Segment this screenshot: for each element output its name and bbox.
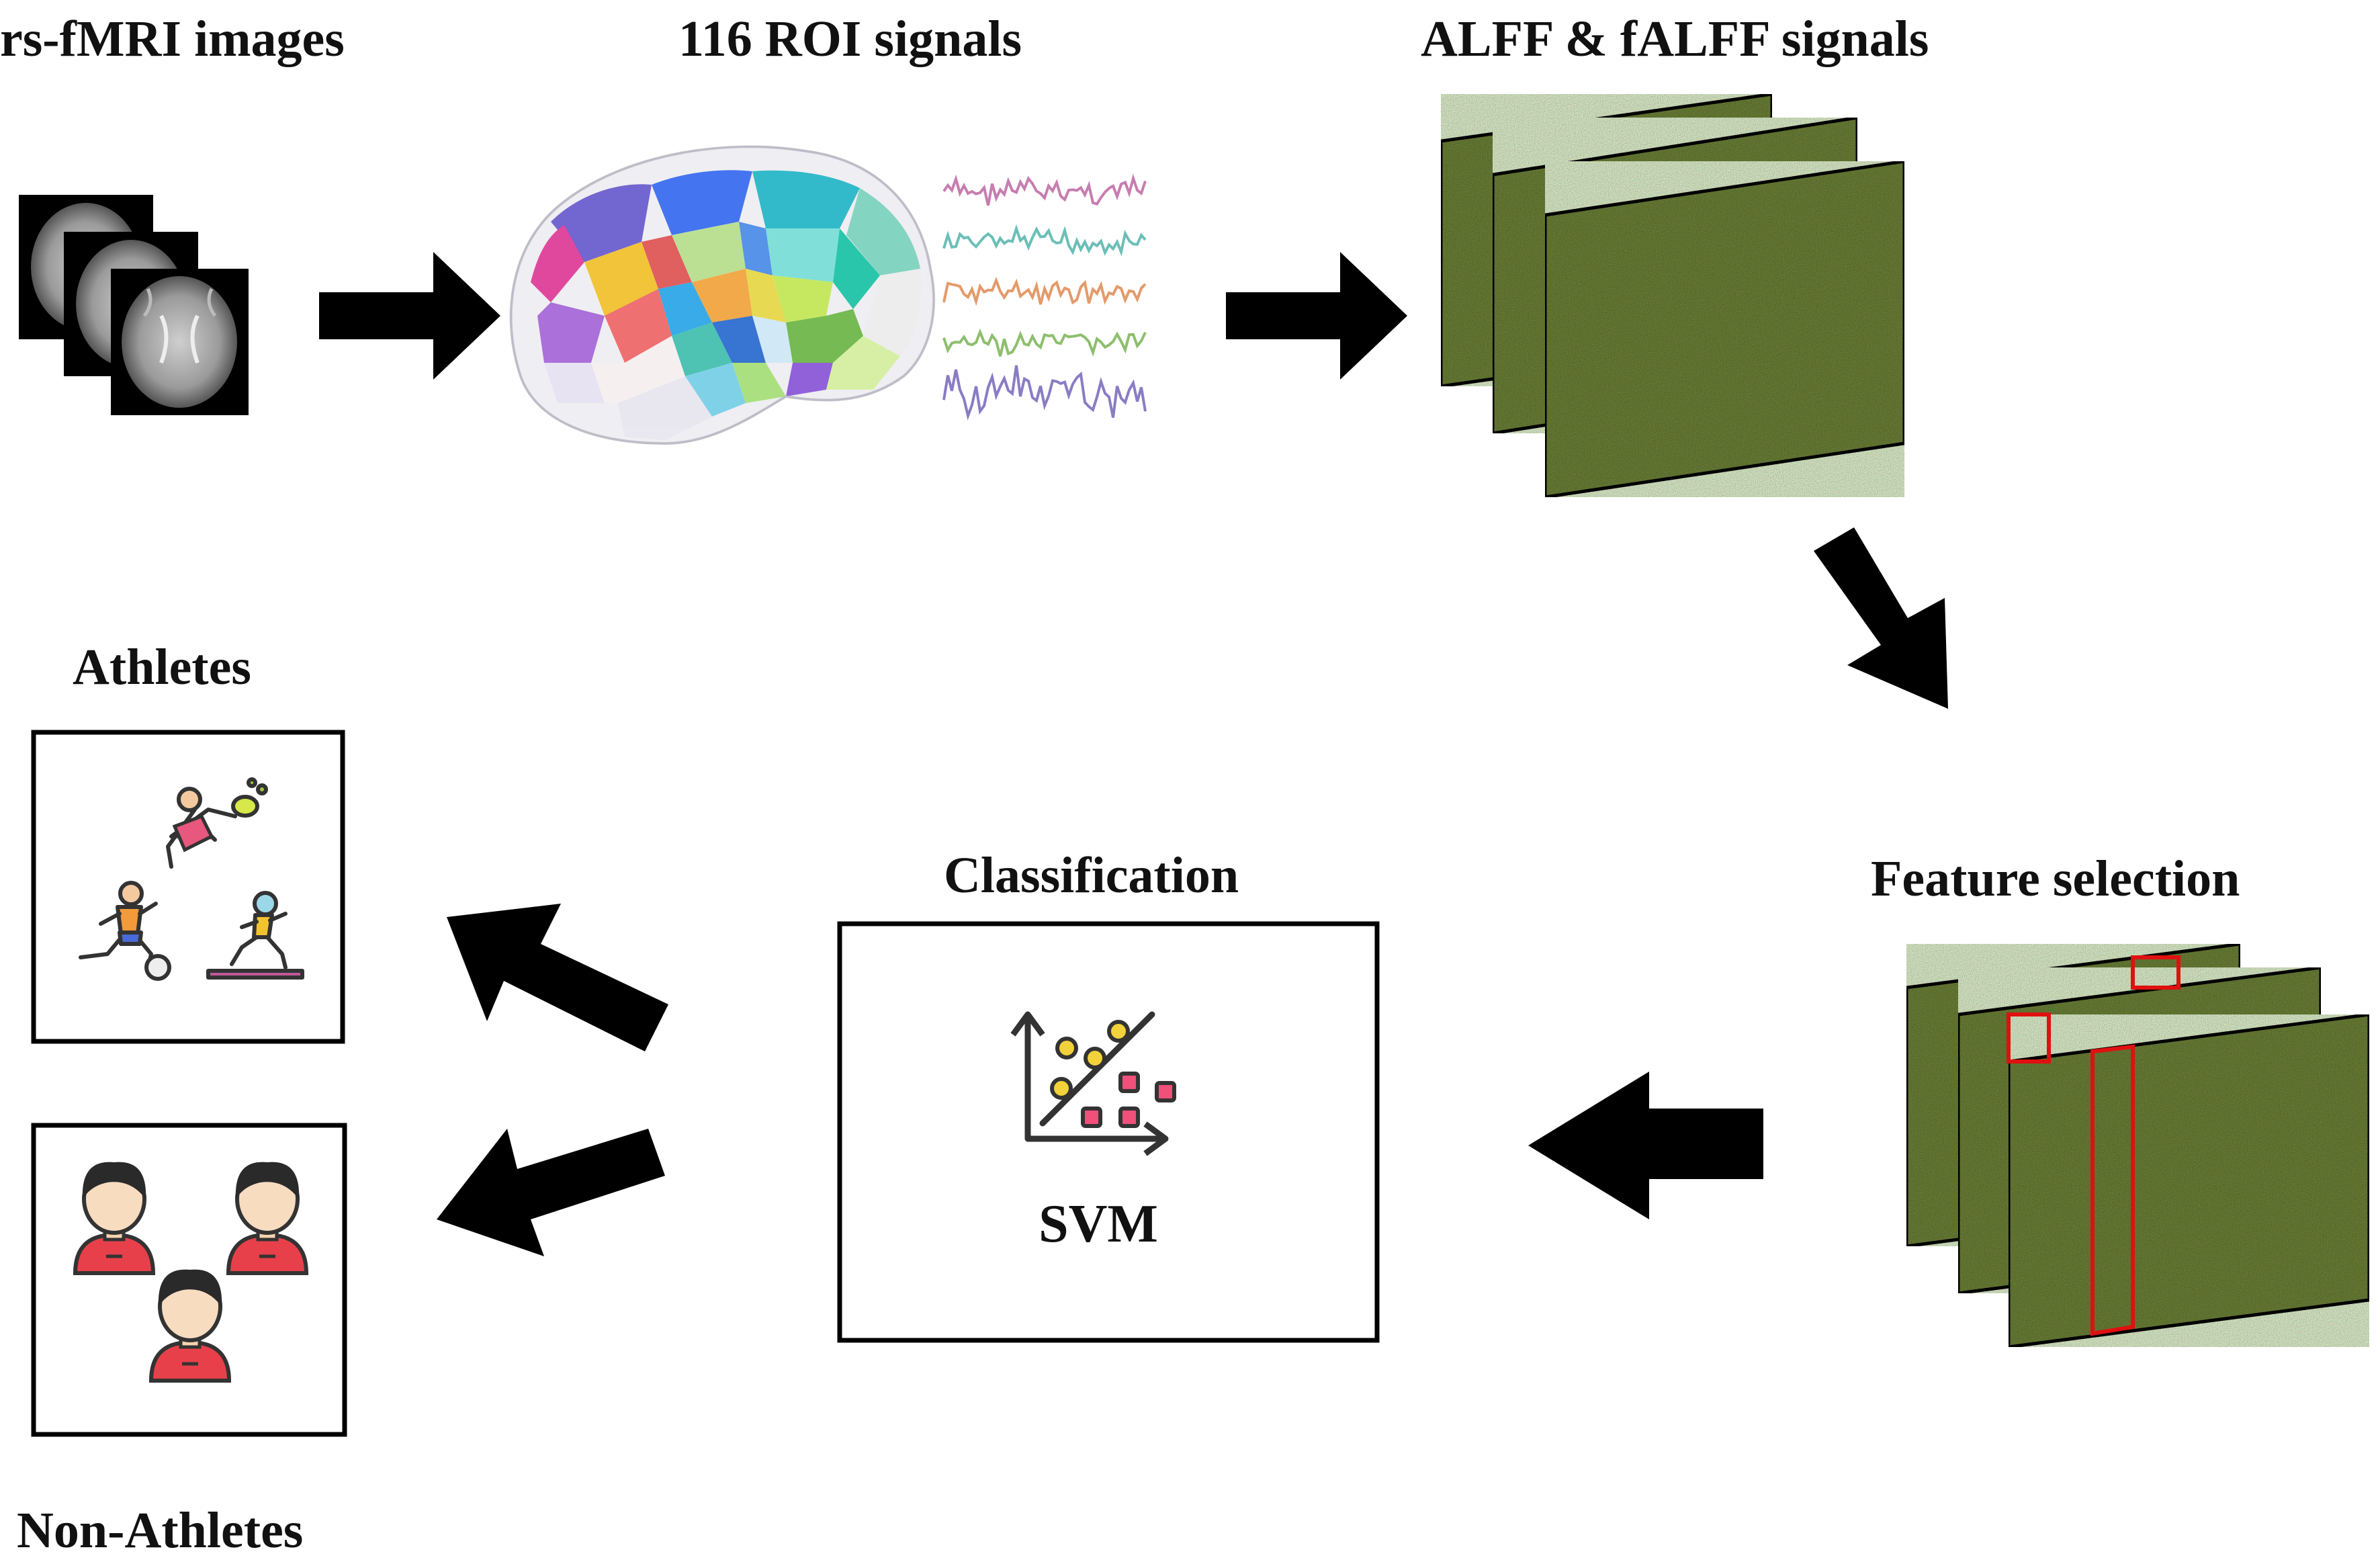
label-rs-fmri: rs-fMRI images — [0, 11, 345, 67]
label-alff: ALFF & fALFF signals — [1421, 11, 1929, 67]
selected-feature-box — [2090, 1044, 2135, 1336]
label-non-athletes: Non-Athletes — [17, 1502, 304, 1559]
roi-signal-trace — [942, 328, 1147, 357]
brain-parcellation-icon — [509, 145, 936, 445]
label-classification: Classification — [944, 847, 1239, 904]
arrow-roi-to-alff — [1226, 252, 1407, 380]
athletes-icon — [79, 777, 304, 981]
non-athletes-group — [73, 1162, 309, 1383]
svm-label: SVM — [1039, 1195, 1158, 1254]
person-icon — [226, 1162, 309, 1275]
roi-signal-trace — [942, 365, 1147, 421]
arrow-alff-to-feature — [1814, 527, 1948, 709]
roi-signal-trace — [942, 277, 1147, 306]
person-icon — [73, 1162, 156, 1275]
classification-box — [837, 921, 1380, 1343]
arrow-mri-to-roi — [319, 252, 500, 380]
arrow-to-non-athletes — [437, 1129, 665, 1256]
roi-signal-traces — [942, 173, 1147, 421]
alff-matrix-stack — [1439, 92, 1906, 499]
arrow-feature-to-classification — [1528, 1072, 1763, 1219]
roi-signal-trace — [942, 224, 1147, 257]
roi-signal-trace — [942, 173, 1147, 206]
feature-selection-stack — [1904, 942, 2371, 1349]
svm-scatter-icon — [1010, 1011, 1176, 1156]
person-icon — [148, 1269, 232, 1383]
selected-feature-box — [2007, 1012, 2051, 1064]
selected-feature-box — [2131, 955, 2180, 990]
arrow-to-athletes — [447, 904, 668, 1051]
athletes-box — [31, 730, 345, 1044]
label-athletes: Athletes — [73, 639, 251, 695]
label-roi-signals: 116 ROI signals — [678, 11, 1022, 67]
mri-slice-icon — [19, 195, 249, 415]
label-feature-selection: Feature selection — [1871, 851, 2240, 907]
